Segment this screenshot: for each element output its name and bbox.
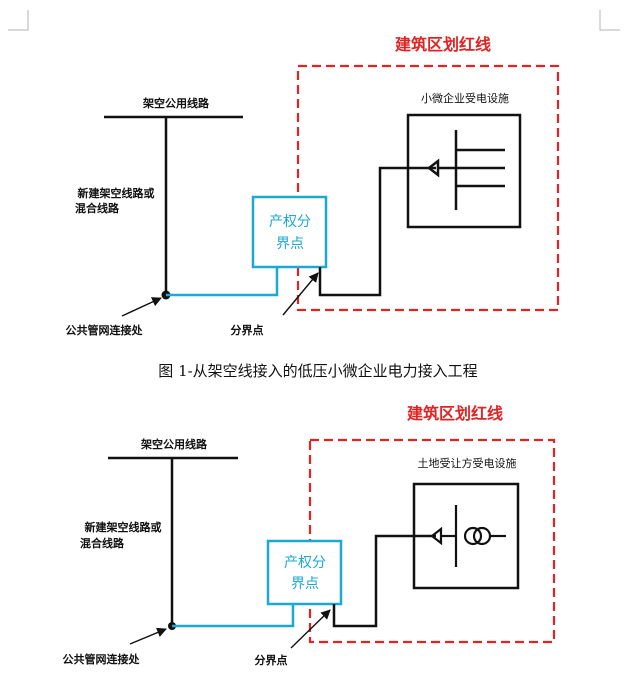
property-boundary-box-2 (266, 539, 343, 606)
new-line-label-1-2: 新建架空线路或 (85, 520, 162, 534)
diagram-1: 建筑区划红线 架空公用线路 新建架空线路或 混合线路 产权分 界点 小微企业受电… (66, 35, 560, 337)
public-grid-label: 公共管网连接处 (66, 323, 144, 337)
overhead-line-label: 架空公用线路 (142, 96, 210, 110)
incoming-cable-black-2 (332, 534, 436, 628)
property-box-line2: 界点 (276, 236, 304, 252)
red-line-title-2: 建筑区划红线 (407, 404, 503, 423)
incoming-cable-black (318, 166, 436, 297)
figure-caption: 图 1-从架空线接入的低压小微企业电力接入工程 (158, 362, 477, 380)
new-line-label-2-2: 混合线路 (80, 536, 125, 550)
public-grid-label-2: 公共管网连接处 (63, 652, 141, 666)
boundary-point-arrow (282, 272, 319, 316)
user-cable-blue (166, 267, 279, 297)
page-corner-marks (8, 10, 620, 31)
public-grid-arrow-2 (129, 627, 167, 645)
property-box-line1: 产权分 (269, 214, 311, 230)
user-cable-blue-2 (172, 604, 295, 628)
property-box-line1-2: 产权分 (284, 555, 326, 571)
boundary-point-arrow-2 (290, 609, 331, 649)
facility-label: 小微企业受电设施 (421, 91, 509, 105)
overhead-line-label-2: 架空公用线路 (140, 437, 208, 451)
boundary-point-label: 分界点 (231, 323, 264, 337)
new-line-label-1: 新建架空线路或 (78, 186, 155, 200)
facility-box (406, 113, 522, 229)
new-line-label-2: 混合线路 (75, 201, 120, 215)
red-line-boundary (296, 64, 560, 312)
facility-box-2 (412, 482, 520, 590)
busbar-icon (426, 130, 505, 210)
diagram-2: 建筑区划红线 架空公用线路 新建架空线路或 混合线路 产权分 界点 土地受让方受… (63, 404, 556, 667)
property-boundary-box (251, 195, 328, 269)
boundary-point-label-2: 分界点 (255, 653, 288, 667)
facility-label-2: 土地受让方受电设施 (418, 456, 517, 470)
red-line-title: 建筑区划红线 (395, 35, 491, 54)
transformer-icon (430, 505, 506, 567)
property-box-line2-2: 界点 (291, 576, 319, 592)
public-grid-arrow (121, 297, 162, 317)
